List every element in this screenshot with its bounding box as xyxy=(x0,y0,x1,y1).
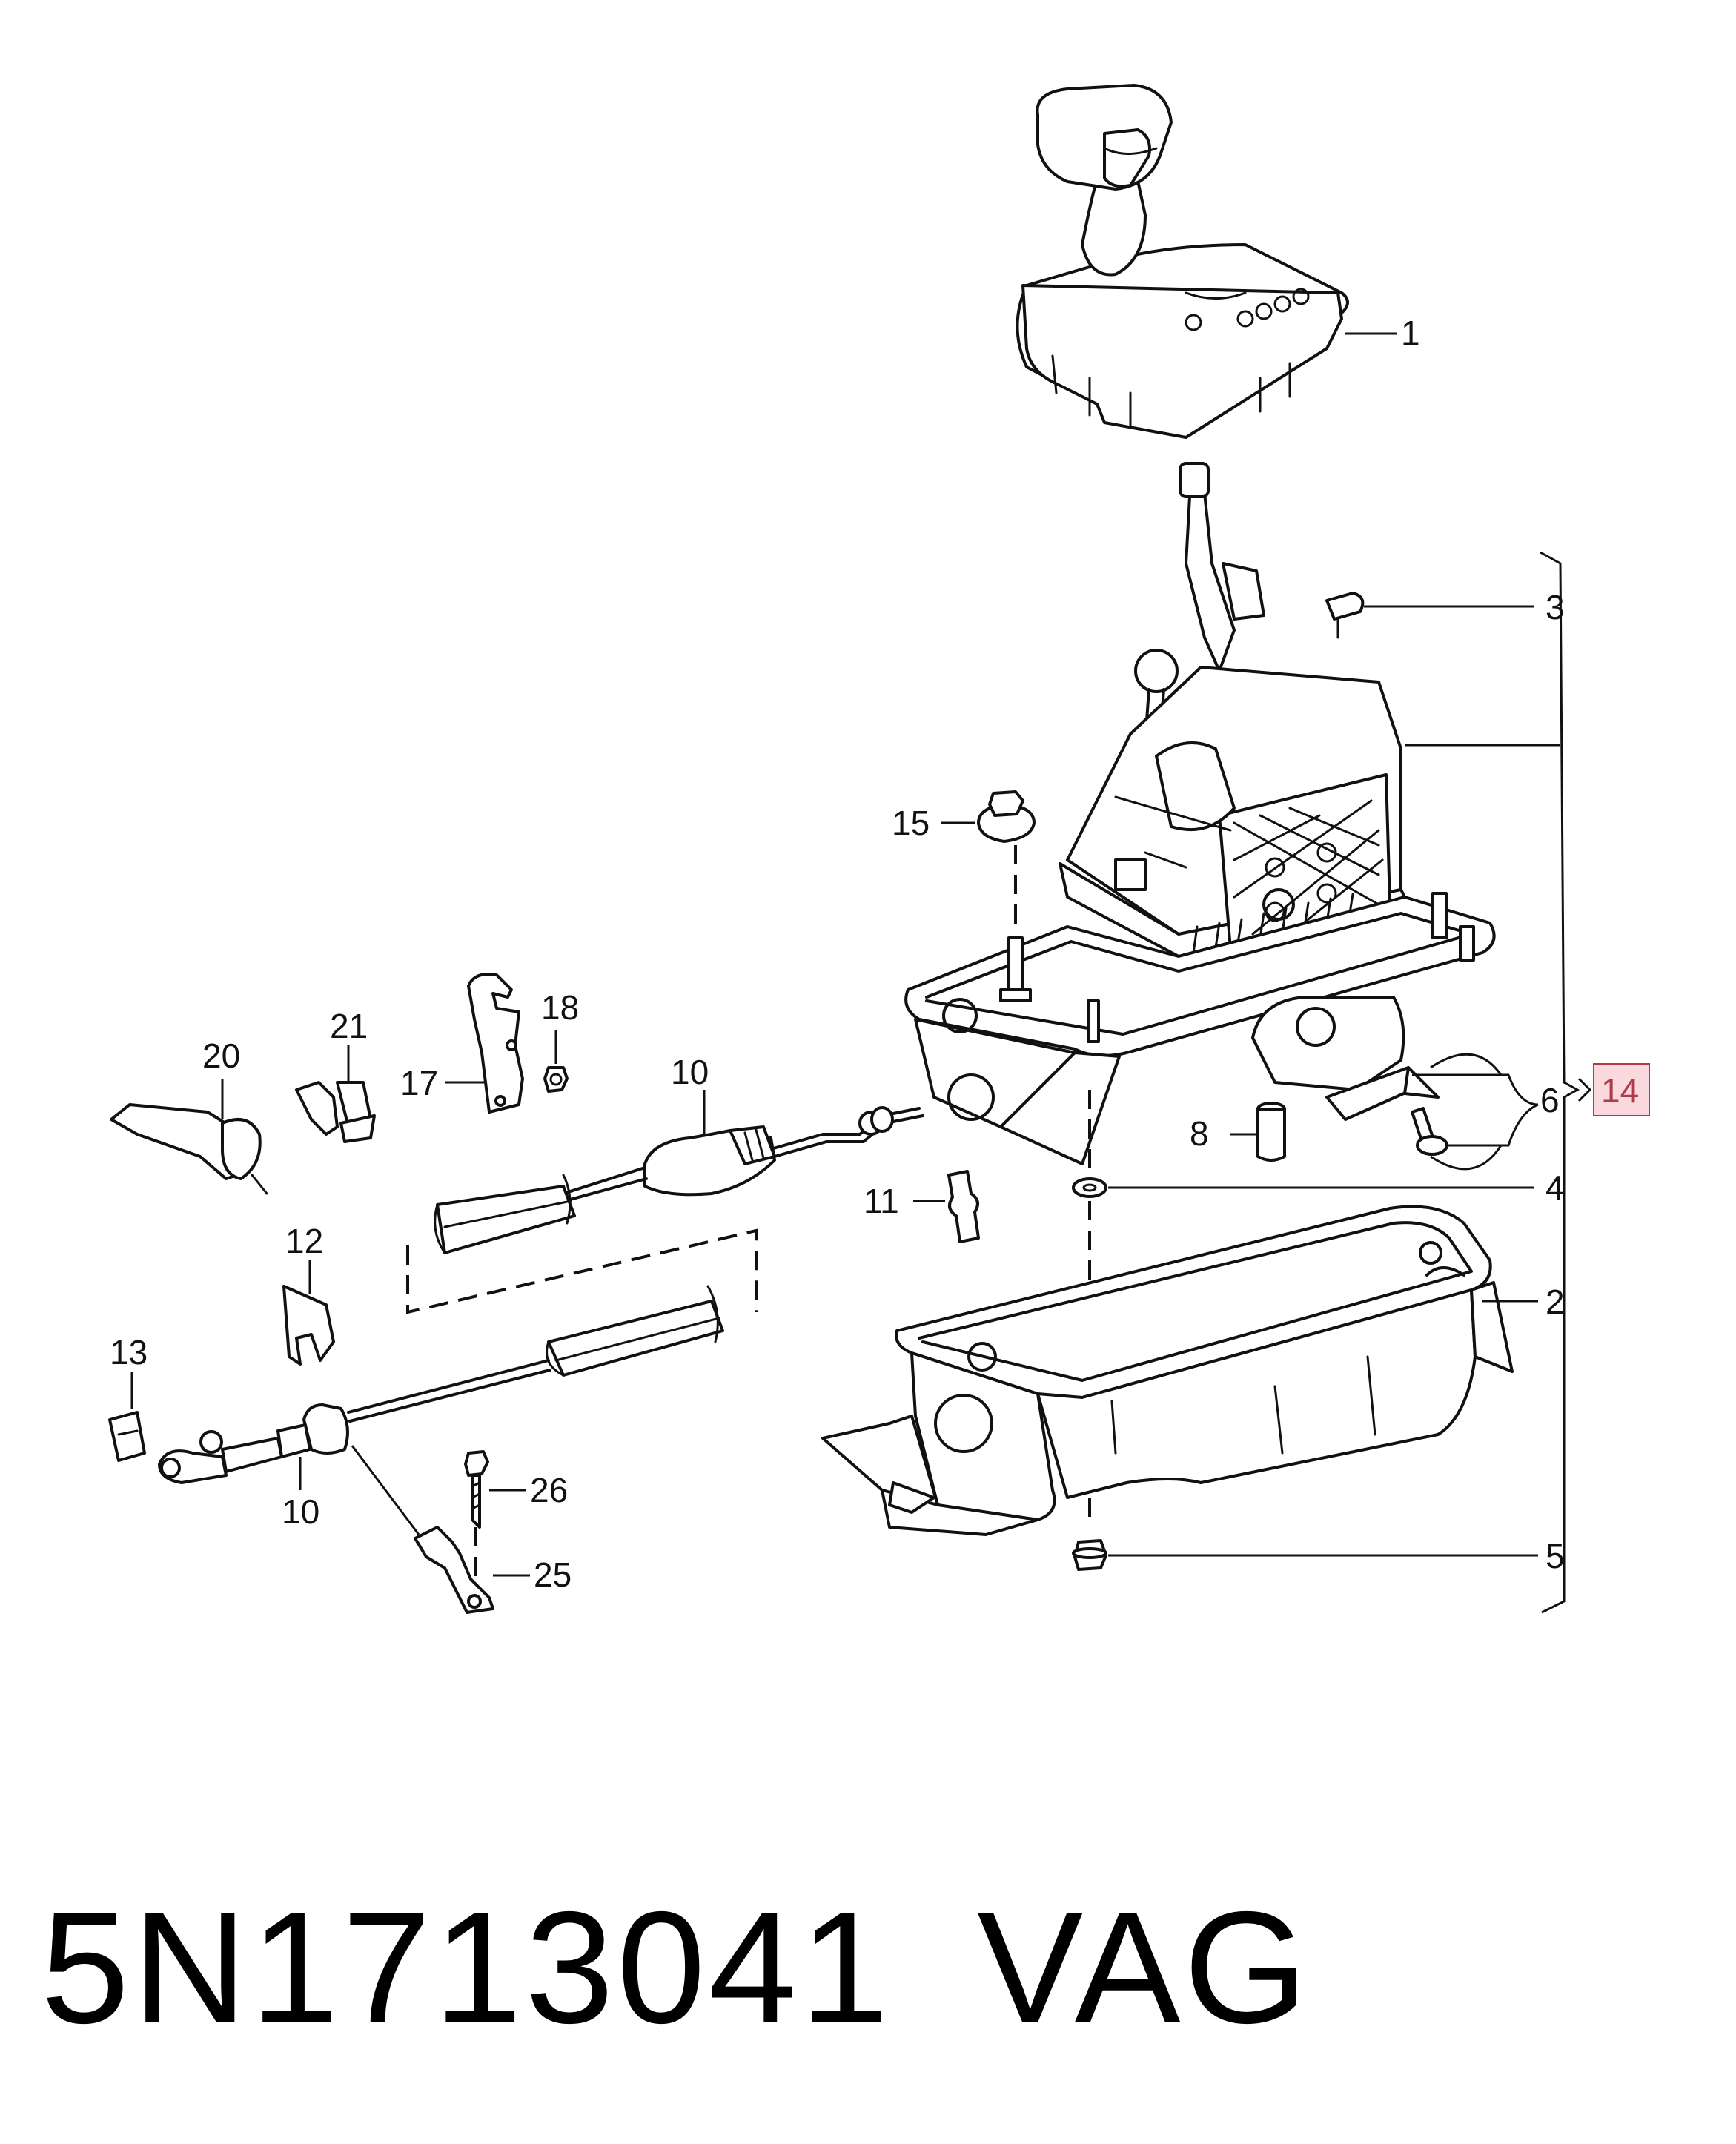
callout-14-box xyxy=(1593,1063,1650,1116)
callout-6-brace xyxy=(1430,1053,1539,1171)
pin-8-part xyxy=(1256,1102,1286,1162)
callout-1: 1 xyxy=(1401,314,1420,352)
callout-14: 14 xyxy=(1601,1071,1639,1110)
callout-10b: 10 xyxy=(282,1492,319,1531)
callout-25: 25 xyxy=(534,1555,572,1594)
nut-15-part xyxy=(977,790,1036,1002)
cable-10-lower-part xyxy=(158,1359,551,1484)
callout-21: 21 xyxy=(330,1007,368,1045)
bracket-17-part xyxy=(467,973,524,1114)
brand-name: VAG xyxy=(977,1878,1311,2057)
callout-8: 8 xyxy=(1190,1114,1209,1153)
shift-knob-cover-part xyxy=(1016,84,1349,439)
cable-cut-section-lower xyxy=(546,1285,724,1377)
assembly-bracket xyxy=(1540,551,1580,1614)
callout-18: 18 xyxy=(541,988,579,1027)
callout-17: 17 xyxy=(400,1064,438,1102)
bolt-26-part xyxy=(464,1450,489,1587)
cable-cut-section-upper xyxy=(434,1174,576,1254)
bracket-20-part xyxy=(110,1103,268,1195)
part-number: 5N1713041 xyxy=(41,1878,892,2057)
clip-13-part xyxy=(108,1411,146,1462)
washer-4-part xyxy=(1072,1177,1107,1198)
clip-12-part xyxy=(282,1285,335,1366)
callout-6: 6 xyxy=(1540,1081,1560,1119)
callout-26: 26 xyxy=(530,1471,568,1509)
nut-18-part xyxy=(543,1066,569,1093)
callout-10a: 10 xyxy=(671,1053,709,1091)
callout-11: 11 xyxy=(864,1182,899,1220)
callout-14-arrow xyxy=(1577,1077,1592,1102)
lower-housing-part xyxy=(821,1205,1514,1536)
callout-13: 13 xyxy=(110,1333,148,1372)
callout-15: 15 xyxy=(892,804,930,842)
selector-mechanism-housing xyxy=(904,462,1496,1165)
nut-5-part xyxy=(1072,1539,1107,1571)
cable-cut-indicator xyxy=(406,1228,758,1314)
clip-part xyxy=(1325,592,1365,639)
screw-6-part xyxy=(1403,1066,1448,1156)
callout-12: 12 xyxy=(285,1222,323,1260)
callout-4: 4 xyxy=(1545,1168,1565,1207)
callout-2: 2 xyxy=(1545,1283,1565,1321)
clip-11-part xyxy=(947,1170,980,1243)
callout-5: 5 xyxy=(1545,1537,1565,1575)
cable-10-upper-part xyxy=(562,1106,924,1202)
bracket-25-part xyxy=(351,1445,494,1614)
clip-21-part xyxy=(295,1081,376,1143)
callout-20: 20 xyxy=(202,1036,240,1075)
